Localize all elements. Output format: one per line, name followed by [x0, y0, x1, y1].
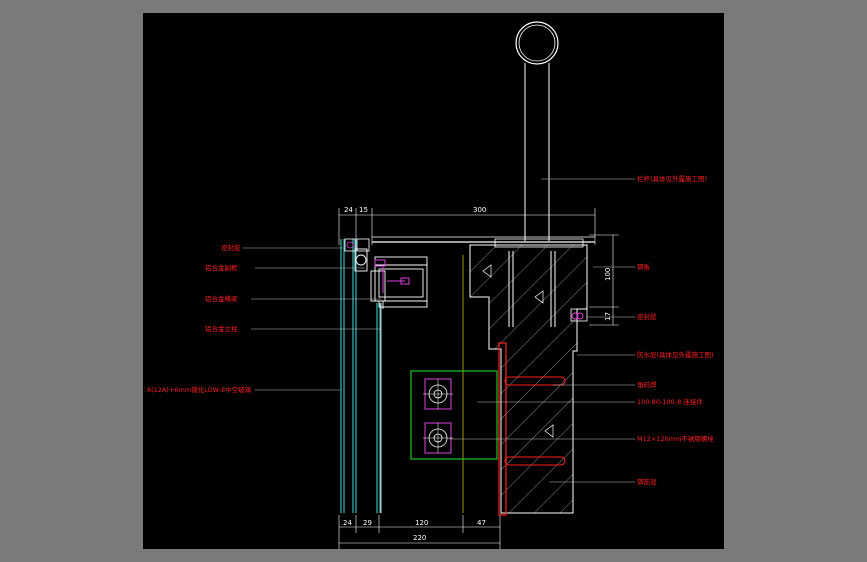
dim-top-15: 15: [359, 206, 368, 214]
dim-bottom-29: 29: [363, 519, 372, 527]
railing-handrail: [515, 21, 559, 65]
right-dimensions: [589, 234, 619, 326]
label-bolt: M12×120mm不锈钢螺栓: [637, 434, 714, 443]
dim-bottom-47: 47: [477, 519, 486, 527]
bottom-dimensions: [338, 515, 501, 549]
dim-bottom-24: 24: [343, 519, 352, 527]
label-sealant-left: 密封胶: [221, 243, 241, 252]
label-glass: 6(12A)+6mm钢化LOW-E中空玻璃: [147, 385, 252, 394]
sealant-top: [344, 238, 370, 252]
label-corner-weld: 角码焊: [637, 380, 657, 389]
dim-right-100: 100: [604, 268, 612, 281]
top-dimensions: [338, 208, 596, 245]
embed-plate: [498, 342, 566, 516]
right-leaders: [449, 178, 635, 483]
label-transom: 铝合金横梁: [205, 294, 238, 303]
left-leaders: [243, 247, 381, 391]
dim-bottom-120: 120: [415, 519, 428, 527]
connector-plate: [410, 370, 498, 460]
glass-unit: [340, 239, 381, 513]
aluminum-frame: [354, 248, 428, 309]
dim-top-24: 24: [344, 206, 353, 214]
label-railing: 栏杆(具体见外露施工图): [637, 174, 707, 183]
label-concrete: 钢筋混: [637, 477, 657, 486]
sealant-right: [570, 308, 588, 322]
dim-total-220: 220: [413, 534, 426, 542]
label-waterproof: 防水层(具体见外露施工图): [637, 350, 714, 359]
curtain-wall-section-drawing: 24 15 300 100 17 24 29 120 47 220 密封胶 铝合…: [147, 21, 714, 549]
cad-drawing-canvas: 24 15 300 100 17 24 29 120 47 220 密封胶 铝合…: [143, 13, 724, 549]
dim-top-300: 300: [473, 206, 486, 214]
concrete-slab: [469, 244, 588, 514]
label-sub-frame: 铝合金副框: [205, 263, 238, 272]
label-mullion: 铝合金立柱: [205, 324, 238, 333]
dim-right-17: 17: [604, 312, 612, 321]
embedded-bars: [508, 251, 556, 327]
railing: [494, 21, 584, 248]
label-connector: 100-80-100-8 连接件: [637, 397, 703, 406]
label-steel-plate: 钢板: [637, 262, 651, 271]
anchor-pins: [374, 259, 410, 293]
label-sealant-right: 密封胶: [637, 312, 657, 321]
